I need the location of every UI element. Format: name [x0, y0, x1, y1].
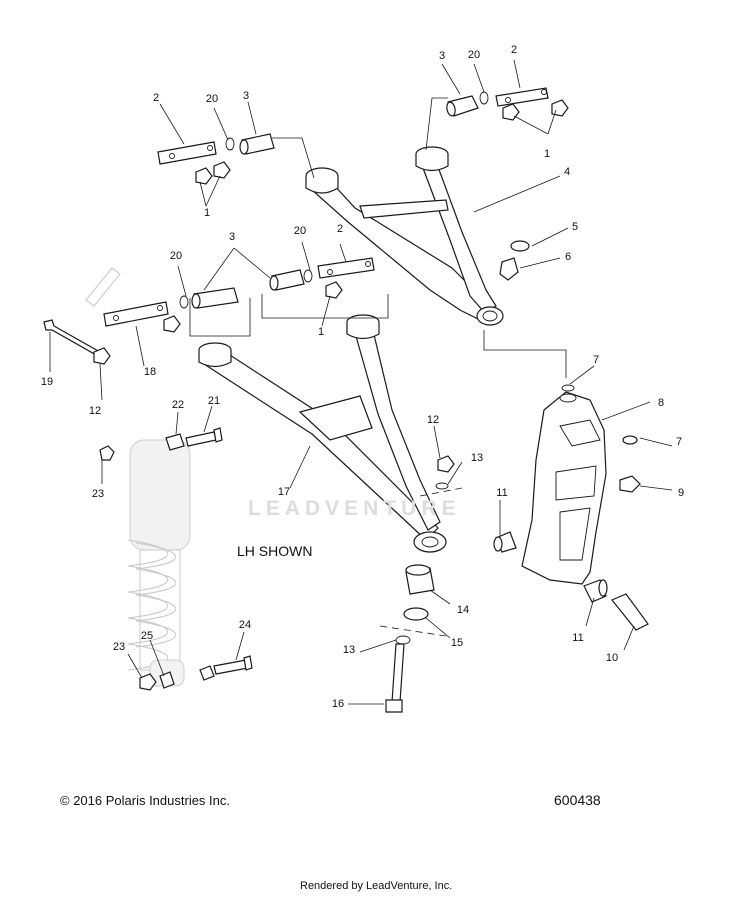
callout-6: 6: [564, 251, 572, 263]
callout-2-upper-right: 3: [438, 50, 446, 62]
callout-7-top: 7: [592, 354, 600, 366]
diagram-number: 600438: [554, 792, 601, 808]
callout-20-upper-left: 20: [205, 93, 219, 105]
callout-21: 21: [207, 395, 221, 407]
shock-hardware: [99, 427, 253, 691]
callout-3-mid: 3: [228, 231, 236, 243]
callout-1-upper-right: 1: [543, 148, 551, 160]
leader-lines: [49, 59, 673, 705]
callout-13-lower: 13: [342, 644, 356, 656]
callout-1-upper-left: 1: [203, 207, 211, 219]
callout-20-upper-right: 20: [467, 49, 481, 61]
callout-8: 8: [657, 397, 665, 409]
knuckle-bushings-and-pin: [583, 579, 649, 631]
shock-absorber: [127, 439, 191, 687]
callout-23-lower: 23: [112, 641, 126, 653]
callout-15: 15: [450, 637, 464, 649]
callout-2-mid: 2: [336, 223, 344, 235]
upper-right-pivot-hardware: [446, 87, 569, 121]
callout-19: 19: [40, 376, 54, 388]
lower-ball-joint-hardware: [385, 455, 455, 713]
leadventure-watermark: LEADVENTURE: [248, 497, 461, 520]
lh-shown-note: LH SHOWN: [237, 543, 313, 559]
callout-11-right: 11: [572, 632, 584, 644]
steering-knuckle: [493, 384, 641, 585]
callout-22: 22: [171, 399, 185, 411]
callout-10: 10: [605, 652, 619, 664]
upper-a-arm: [305, 146, 504, 326]
callout-5: 5: [571, 221, 579, 233]
callout-14: 14: [456, 604, 470, 616]
callout-25: 25: [140, 630, 154, 642]
snap-ring-and-ball-joint: [499, 240, 530, 281]
callout-17: 17: [277, 486, 291, 498]
callout-1-mid: 1: [317, 326, 325, 338]
callout-13-upper: 13: [470, 452, 484, 464]
callout-4: 4: [563, 166, 571, 178]
callout-11-left: 11: [496, 487, 508, 499]
callout-24: 24: [238, 619, 252, 631]
callout-9: 9: [677, 487, 685, 499]
callout-12-mid: 12: [426, 414, 440, 426]
upper-left-pivot-hardware: [157, 133, 275, 185]
callout-20-mid-right: 20: [293, 225, 307, 237]
lower-pivot-hardware: [43, 257, 375, 365]
copyright-text: © 2016 Polaris Industries Inc.: [60, 793, 230, 808]
callout-3-upper-left: 3: [242, 90, 250, 102]
footer-text: Rendered by LeadVenture, Inc.: [300, 880, 453, 892]
callout-20-mid-left: 20: [169, 250, 183, 262]
callout-2-upper-right-pin: 2: [510, 44, 518, 56]
callout-2-upper-left: 2: [152, 92, 160, 104]
callout-23-upper: 23: [91, 488, 105, 500]
callout-18: 18: [143, 366, 157, 378]
lower-a-arm: [198, 314, 447, 553]
callout-12-left: 12: [88, 405, 102, 417]
callout-7-right: 7: [675, 436, 683, 448]
callout-16: 16: [331, 698, 345, 710]
